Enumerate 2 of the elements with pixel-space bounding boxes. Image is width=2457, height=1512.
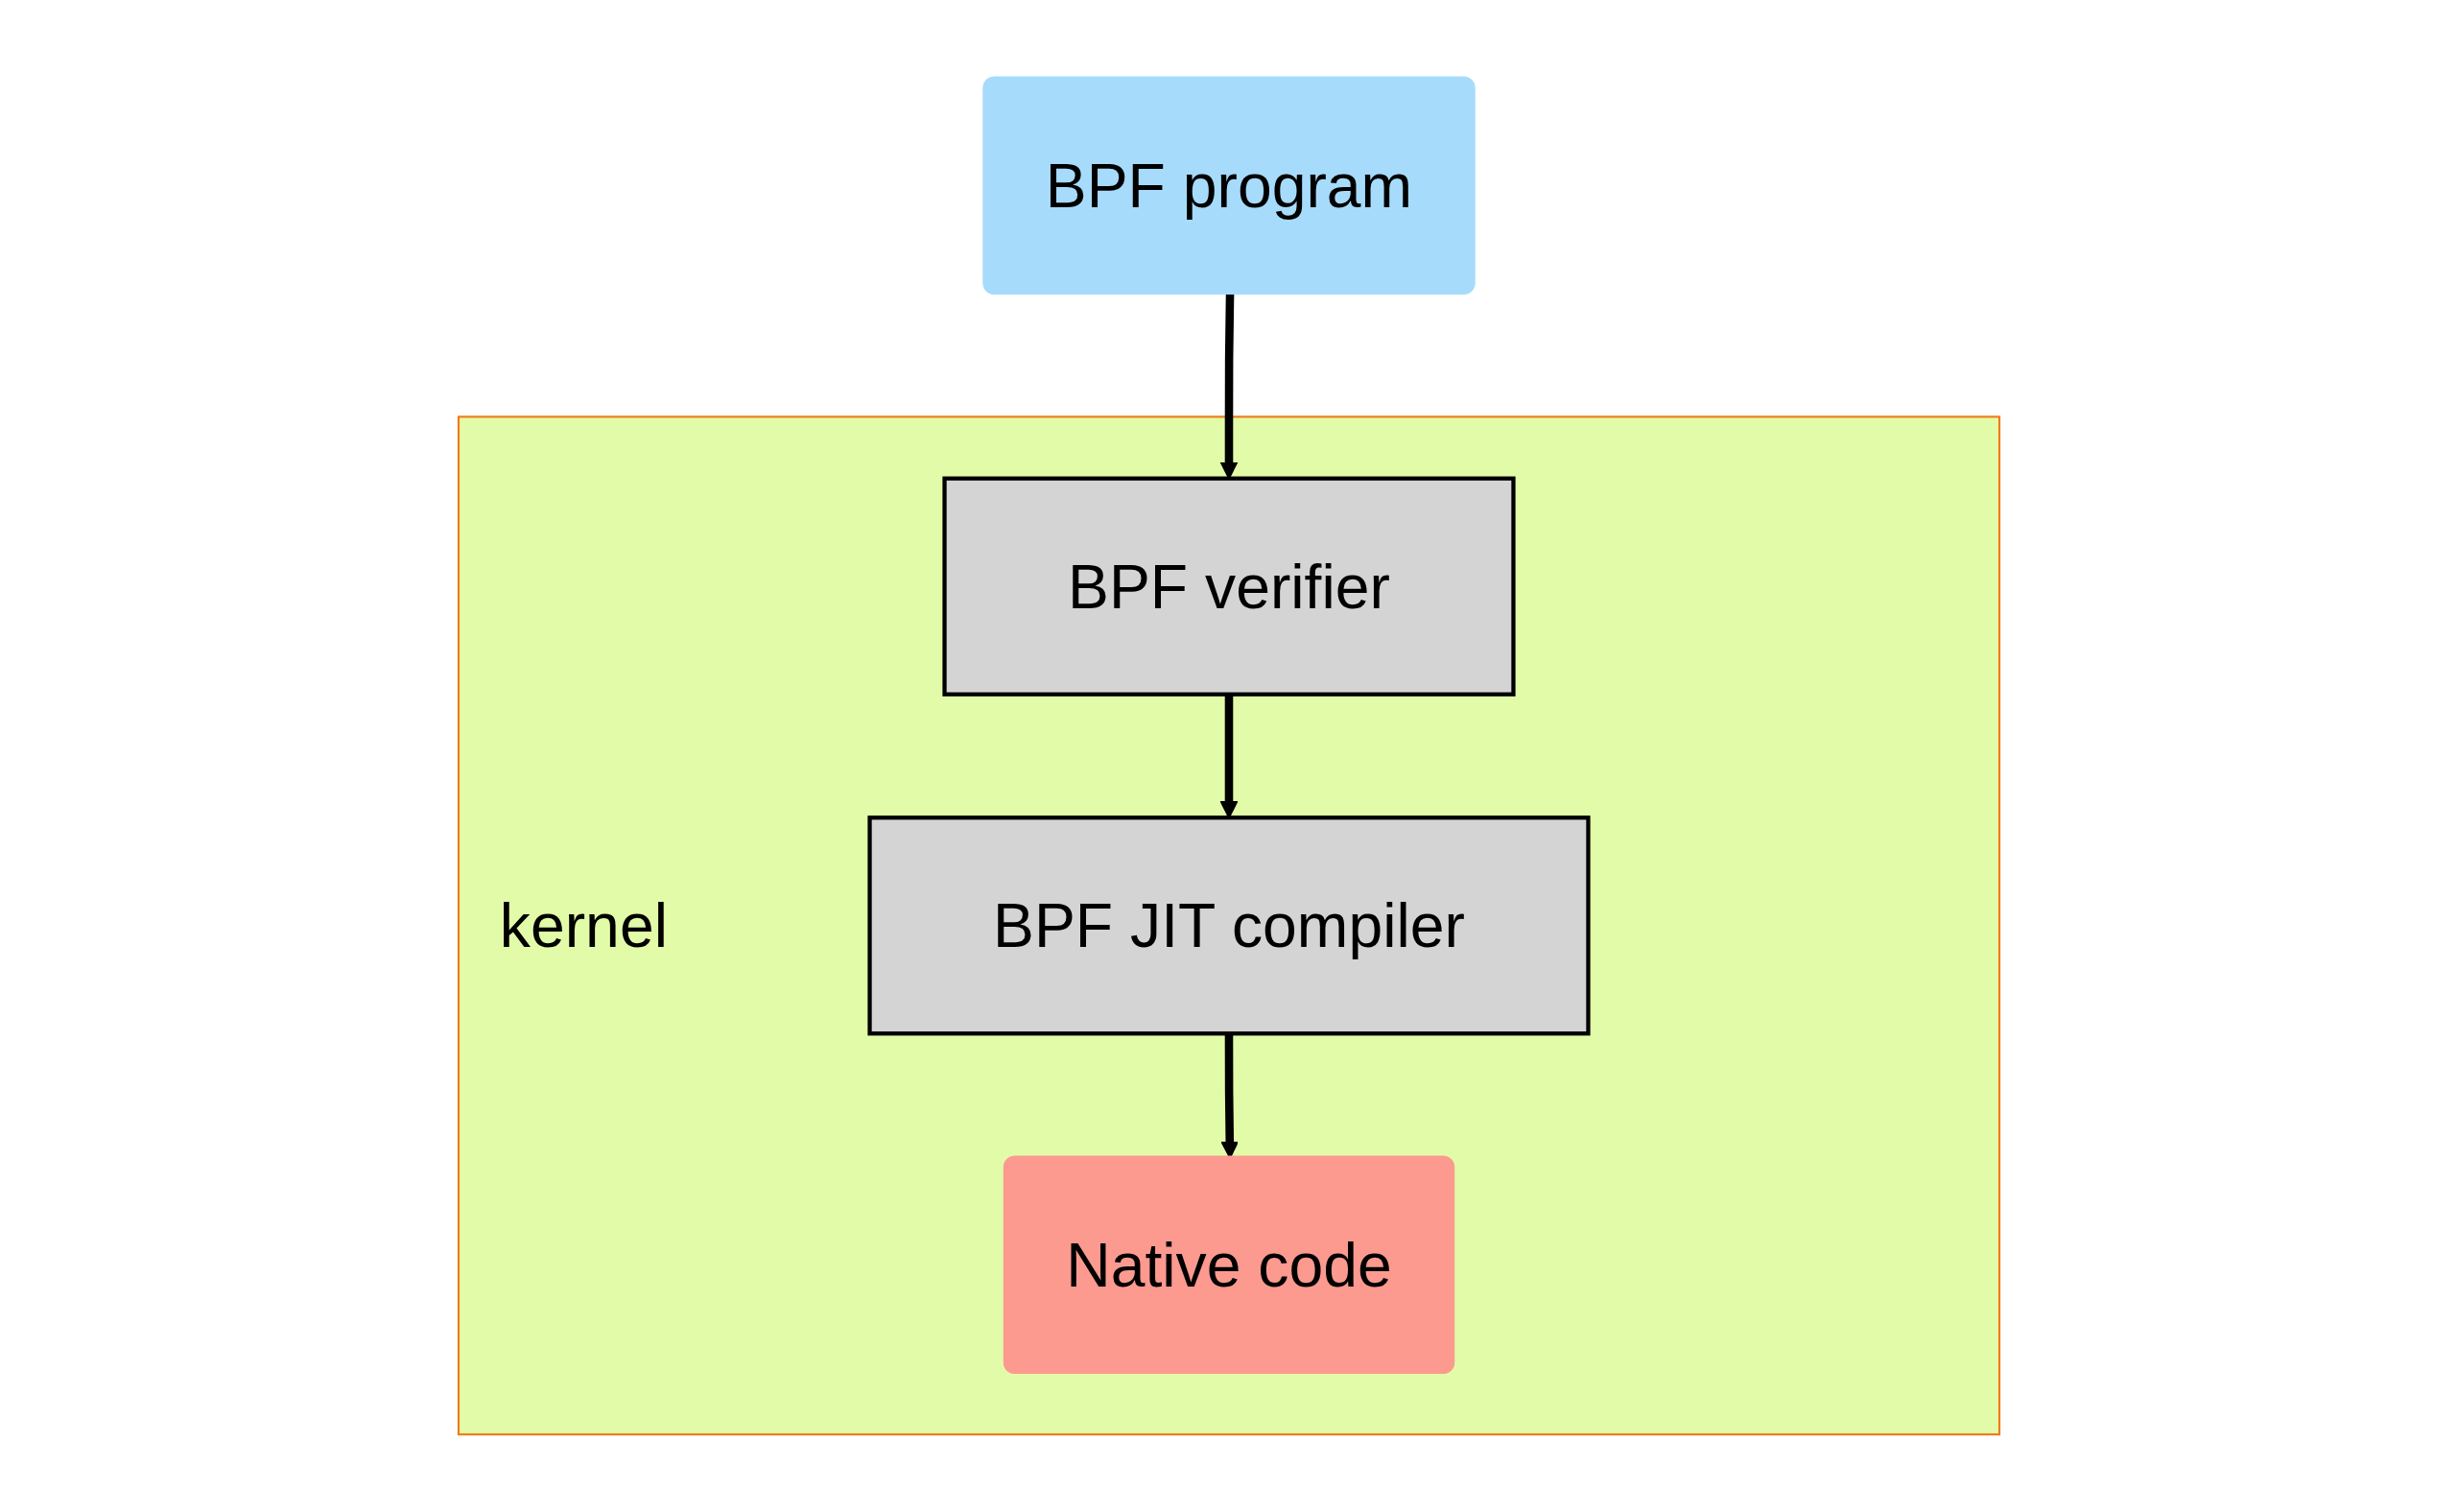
node-box: BPF JIT compiler [866,815,1591,1036]
node-box: BPF verifier [941,476,1516,697]
